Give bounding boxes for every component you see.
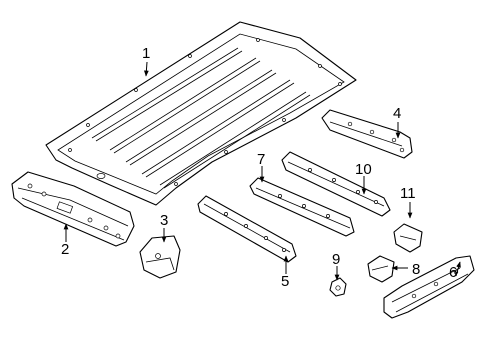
roof-bow-rear [281, 151, 391, 217]
callout-9: 9 [332, 251, 340, 268]
mounting-bracket [367, 255, 395, 283]
callout-4: 4 [393, 105, 401, 122]
roof-bow-front [197, 195, 297, 263]
callout-10: 10 [355, 161, 372, 178]
roof-bracket [139, 235, 181, 279]
front-roof-header [11, 171, 135, 247]
callout-1: 1 [142, 45, 150, 62]
leader-6 [455, 261, 461, 277]
roof-panel [45, 21, 357, 206]
callout-7: 7 [257, 151, 265, 168]
callout-3: 3 [160, 212, 168, 229]
corner-bracket [393, 223, 423, 253]
side-roof-rail [383, 255, 475, 319]
callout-5: 5 [281, 273, 289, 290]
retainer-clip [329, 277, 347, 297]
callout-11: 11 [400, 185, 416, 202]
callout-2: 2 [61, 241, 69, 258]
leader-1 [143, 61, 149, 77]
rear-roof-reinforcement [321, 109, 413, 159]
roof-bow-center [249, 177, 355, 237]
callout-8: 8 [412, 261, 420, 278]
callout-6: 6 [449, 264, 457, 281]
